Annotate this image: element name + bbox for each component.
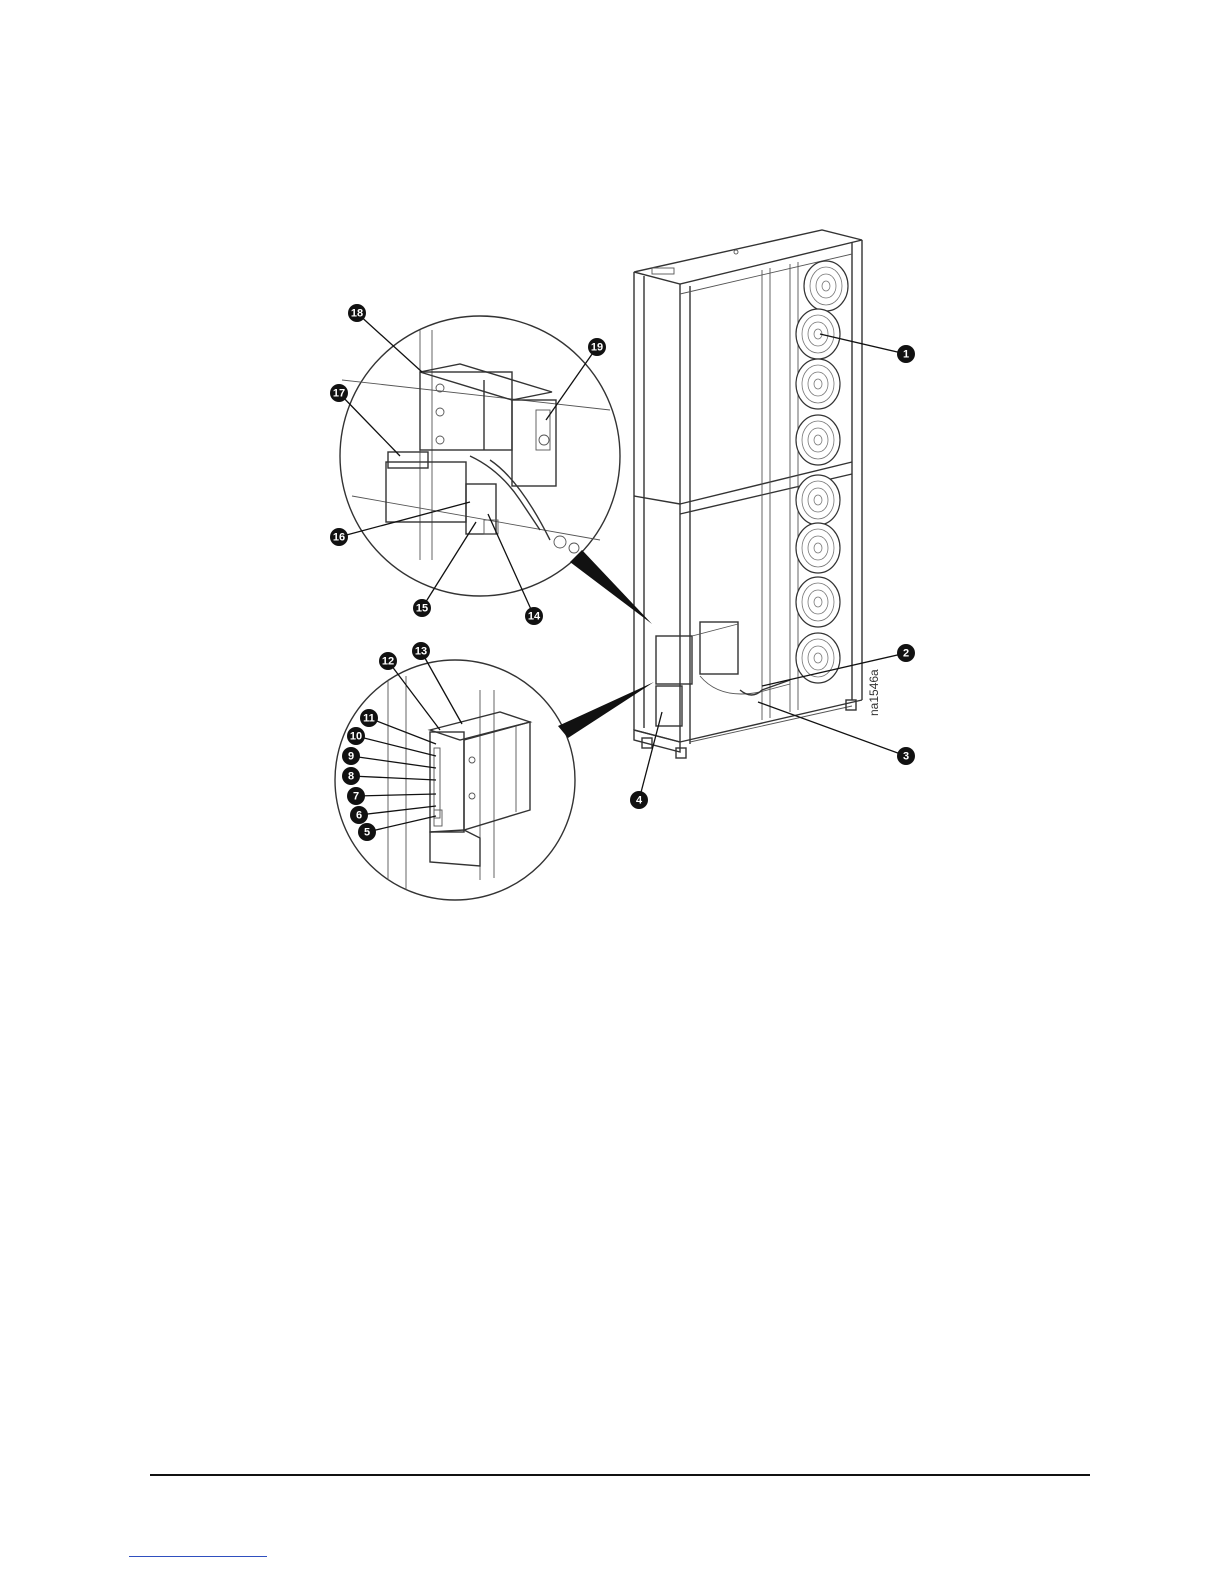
callout-label: 17: [333, 388, 345, 400]
callout-5: 5: [358, 823, 376, 841]
callout-2: 2: [897, 644, 915, 662]
footer-rule: [150, 1474, 1090, 1476]
fan-icon: [796, 475, 840, 525]
callout-label: 13: [415, 646, 427, 658]
callout-14: 14: [525, 607, 543, 625]
leader-line-18: [357, 313, 422, 372]
callout-label: 3: [903, 751, 909, 763]
fan-icon: [796, 523, 840, 573]
callout-label: 12: [382, 656, 394, 668]
callout-label: 6: [356, 810, 362, 822]
callout-10: 10: [347, 727, 365, 745]
callout-label: 1: [903, 349, 909, 361]
callout-13: 13: [412, 642, 430, 660]
fan-icon: [796, 309, 840, 359]
callout-18: 18: [348, 304, 366, 322]
leader-line-5: [367, 816, 436, 832]
fan-icon: [804, 261, 848, 311]
callout-9: 9: [342, 747, 360, 765]
callout-label: 5: [364, 827, 370, 839]
leader-line-11: [369, 718, 436, 744]
leader-line-7: [356, 794, 436, 796]
fan-array: [796, 261, 848, 683]
callout-label: 11: [363, 713, 375, 725]
callout-label: 4: [636, 795, 643, 807]
callout-label: 9: [348, 751, 354, 763]
callout-17: 17: [330, 384, 348, 402]
leader-line-19: [546, 347, 597, 420]
callout-1: 1: [897, 345, 915, 363]
callout-11: 11: [360, 709, 378, 727]
callout-label: 18: [351, 308, 363, 320]
drawing-id-label: na1546a: [867, 669, 881, 716]
leader-line-6: [359, 806, 436, 815]
callout-label: 8: [348, 771, 354, 783]
callout-label: 19: [591, 342, 603, 354]
callout-label: 14: [528, 611, 541, 623]
callout-3: 3: [897, 747, 915, 765]
leader-line-17: [339, 393, 400, 456]
callout-16: 16: [330, 528, 348, 546]
callout-15: 15: [413, 599, 431, 617]
callout-12: 12: [379, 652, 397, 670]
callout-label: 7: [353, 791, 359, 803]
detail-lower: [335, 660, 654, 900]
callout-label: 15: [416, 603, 428, 615]
leader-line-9: [351, 756, 436, 768]
leader-line-16: [339, 502, 470, 537]
fan-icon: [796, 577, 840, 627]
callout-4: 4: [630, 791, 648, 809]
footer-link-underline[interactable]: [129, 1556, 267, 1557]
callout-19: 19: [588, 338, 606, 356]
fan-icon: [796, 633, 840, 683]
callout-6: 6: [350, 806, 368, 824]
callout-label: 10: [350, 731, 362, 743]
callout-7: 7: [347, 787, 365, 805]
callout-label: 16: [333, 532, 345, 544]
fan-icon: [796, 415, 840, 465]
detail-upper: [340, 316, 652, 624]
leader-line-8: [351, 776, 436, 780]
fan-icon: [796, 359, 840, 409]
callout-label: 2: [903, 648, 909, 660]
leader-line-14: [488, 514, 534, 616]
callout-8: 8: [342, 767, 360, 785]
leader-line-4: [639, 712, 662, 800]
